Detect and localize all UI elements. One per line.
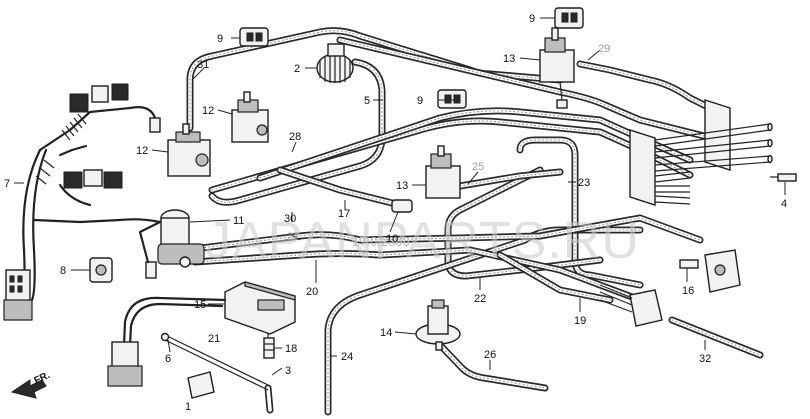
harness-7	[3, 83, 162, 321]
callout-5: 5	[364, 95, 370, 107]
rod-21-a	[164, 334, 269, 386]
rod-end-6	[160, 332, 170, 342]
bracket-16	[679, 249, 741, 293]
hose-group	[181, 27, 764, 416]
leader-lines	[14, 17, 786, 376]
actuator-wire	[138, 220, 162, 264]
callout-4: 4	[781, 198, 787, 210]
callout-9c: 9	[529, 13, 535, 25]
callout-8: 8	[60, 265, 66, 277]
filter-2	[316, 43, 354, 83]
fitting-4	[770, 173, 797, 182]
callout-7: 7	[4, 178, 10, 190]
callout-32: 32	[699, 353, 711, 365]
actuator-11	[157, 209, 205, 268]
inline-filter-10	[391, 199, 413, 213]
callout-9b: 9	[417, 95, 423, 107]
front-label: FR.	[33, 370, 52, 387]
valve-14	[415, 299, 461, 351]
harness-15	[107, 296, 227, 387]
watermark: JAPANPARTS.RU	[205, 212, 640, 270]
callout-29: 29	[598, 43, 610, 55]
fitting-18	[263, 337, 275, 359]
callout-1: 1	[185, 401, 191, 413]
callout-13a: 13	[503, 53, 515, 65]
front-arrow-icon	[10, 379, 47, 399]
callout-10: 10	[386, 233, 398, 245]
callout-11: 11	[233, 215, 244, 227]
callout-27: 27	[287, 231, 299, 243]
rod-21-b	[164, 339, 269, 391]
callout-26: 26	[484, 349, 496, 361]
clip-6	[187, 371, 215, 399]
callout-25: 25	[472, 161, 484, 173]
callout-16: 16	[682, 285, 694, 297]
callout-20: 20	[306, 286, 318, 298]
valve-13-b	[425, 145, 461, 199]
valve-13-a	[539, 27, 575, 109]
callout-14: 14	[380, 327, 392, 339]
solenoid-12-a	[231, 91, 269, 143]
callout-12b: 12	[136, 145, 148, 157]
callout-6: 6	[165, 353, 171, 365]
grommet-8	[89, 257, 113, 283]
grommet-9-a	[239, 27, 269, 47]
callout-17: 17	[338, 208, 350, 220]
callout-2: 2	[294, 63, 300, 75]
solenoid-12-b	[167, 123, 211, 177]
front-direction-indicator: FR.	[10, 370, 52, 399]
grommet-9-b	[437, 89, 467, 109]
callout-19: 19	[574, 315, 586, 327]
grommet-9-c	[554, 7, 584, 29]
block-19	[599, 284, 663, 327]
watermark-subtext: 17.0.2806	[352, 234, 410, 249]
callout-labels: 9 2 9 9 13 12 12 13 11 29 5 31 28 30 17 …	[4, 13, 787, 413]
pipe-panel-right	[629, 99, 773, 206]
callout-28: 28	[289, 131, 301, 143]
callout-18: 18	[285, 343, 297, 355]
callout-31: 31	[197, 59, 209, 71]
control-unit-15	[224, 281, 296, 342]
callout-15: 15	[194, 299, 206, 311]
callout-21: 21	[208, 333, 220, 345]
callout-9a: 9	[217, 33, 223, 45]
callout-24: 24	[341, 351, 353, 363]
callout-22: 22	[474, 293, 486, 305]
callout-23: 23	[578, 177, 590, 189]
callout-13b: 13	[396, 180, 408, 192]
callout-12a: 12	[202, 105, 214, 117]
callout-3: 3	[285, 365, 291, 377]
callout-30: 30	[284, 213, 296, 225]
